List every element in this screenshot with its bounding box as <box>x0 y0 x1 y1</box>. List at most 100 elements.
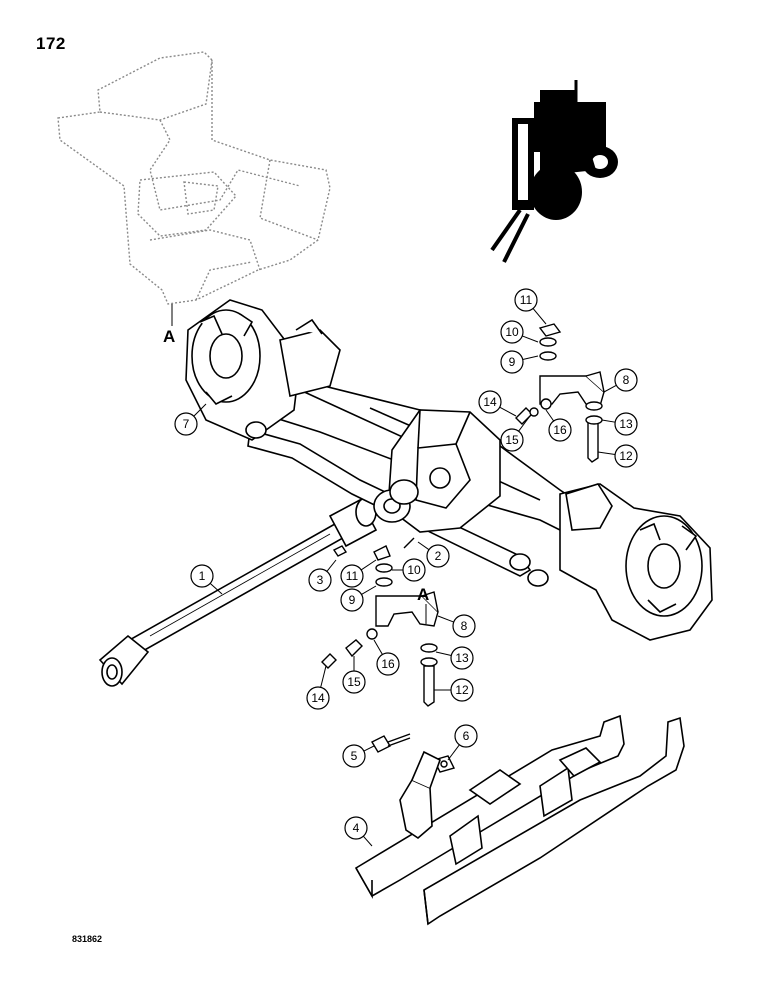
callout-circle <box>308 568 332 592</box>
callout-leader-line <box>601 419 616 423</box>
callout-circle <box>340 564 364 588</box>
callout-leader-line <box>320 665 327 688</box>
callout-circle <box>614 412 638 436</box>
callout-7: 7 <box>174 403 207 436</box>
callout-circle <box>376 652 400 676</box>
callout-8: 8 <box>603 368 638 393</box>
callout-number: 12 <box>619 449 633 463</box>
callout-circle <box>340 588 364 612</box>
callout-number: 15 <box>505 433 519 447</box>
callout-number: 9 <box>349 593 356 607</box>
callout-14: 14 <box>306 665 330 710</box>
callout-12: 12 <box>434 678 474 702</box>
callout-circle <box>454 724 478 748</box>
callout-number: 10 <box>505 325 519 339</box>
callout-circle <box>500 320 524 344</box>
callout-circle <box>478 390 502 414</box>
callout-number: 14 <box>483 395 497 409</box>
callout-number: 7 <box>183 417 190 431</box>
callout-number: 13 <box>455 651 469 665</box>
callout-circle <box>344 816 368 840</box>
callout-number: 16 <box>553 423 567 437</box>
callout-circle <box>450 646 474 670</box>
callout-number: 12 <box>455 683 469 697</box>
callout-leader-line <box>532 308 547 325</box>
callout-number: 8 <box>623 373 630 387</box>
callout-circle <box>450 678 474 702</box>
callout-circle <box>500 428 524 452</box>
page-number: 172 <box>36 34 66 53</box>
phantom-chassis-frame <box>57 51 331 305</box>
callout-6: 6 <box>447 724 478 761</box>
callout-number: 9 <box>509 355 516 369</box>
callout-circle <box>500 350 524 374</box>
callout-leader-line <box>518 415 531 432</box>
callout-leader-line <box>437 615 454 623</box>
callout-9: 9 <box>500 350 539 374</box>
callout-number: 6 <box>463 729 470 743</box>
reference-marks: A A <box>163 304 429 624</box>
callout-leader-line <box>373 639 383 655</box>
callout-13: 13 <box>601 412 638 436</box>
reference-mark: A <box>163 327 175 346</box>
callout-circle <box>614 368 638 392</box>
callout-leader-line <box>597 451 616 455</box>
callout-leader-line <box>362 835 373 847</box>
callout-12: 12 <box>597 444 638 468</box>
callout-circle <box>174 412 198 436</box>
callout-leader-line <box>417 541 430 551</box>
callout-leader-line <box>326 559 337 572</box>
callout-circle <box>452 614 476 638</box>
callout-3: 3 <box>308 559 337 592</box>
callout-16: 16 <box>545 409 572 442</box>
callout-circle <box>342 670 366 694</box>
callout-4: 4 <box>344 816 373 847</box>
callout-number: 13 <box>619 417 633 431</box>
callout-circle <box>548 418 572 442</box>
callout-leader-line <box>522 335 539 343</box>
callout-number: 3 <box>317 573 324 587</box>
lower-mount-hardware <box>321 537 439 707</box>
callout-leader-line <box>361 585 377 595</box>
forklift-icon <box>490 80 618 263</box>
axle-assembly <box>185 299 713 641</box>
callout-leader-line <box>447 744 460 761</box>
callout-number: 15 <box>347 675 361 689</box>
callout-circle <box>514 288 538 312</box>
callout-8: 8 <box>437 614 476 638</box>
figure-code: 831862 <box>72 934 103 944</box>
callout-1: 1 <box>190 564 223 595</box>
mount-bolt-and-nut <box>371 733 456 773</box>
callout-leader-line <box>363 745 375 752</box>
callout-circle <box>426 544 450 568</box>
callout-2: 2 <box>417 541 450 568</box>
callout-leader-line <box>435 651 452 657</box>
callout-circle <box>190 564 214 588</box>
callout-circle <box>306 686 330 710</box>
callout-circle <box>342 744 366 768</box>
callout-leader-line <box>209 582 223 595</box>
callout-number: 4 <box>353 821 360 835</box>
callout-circle <box>402 558 426 582</box>
callout-leader-line <box>603 384 617 393</box>
callout-number: 16 <box>381 657 395 671</box>
callout-15: 15 <box>500 415 531 452</box>
callout-number: 8 <box>461 619 468 633</box>
callout-number: 5 <box>351 749 358 763</box>
callout-14: 14 <box>478 390 517 417</box>
upper-mount-hardware <box>515 323 605 463</box>
lower-frame-weldment <box>354 714 685 926</box>
callout-number: 11 <box>346 569 359 583</box>
callout-number: 2 <box>435 549 442 563</box>
callout-10: 10 <box>500 320 539 344</box>
callout-leader-line <box>360 559 377 571</box>
callout-5: 5 <box>342 744 375 768</box>
callout-15: 15 <box>342 656 366 694</box>
callout-10: 10 <box>392 558 426 582</box>
callout-9: 9 <box>340 585 377 612</box>
callout-number: 10 <box>407 563 421 577</box>
callout-leader-line <box>499 406 517 417</box>
